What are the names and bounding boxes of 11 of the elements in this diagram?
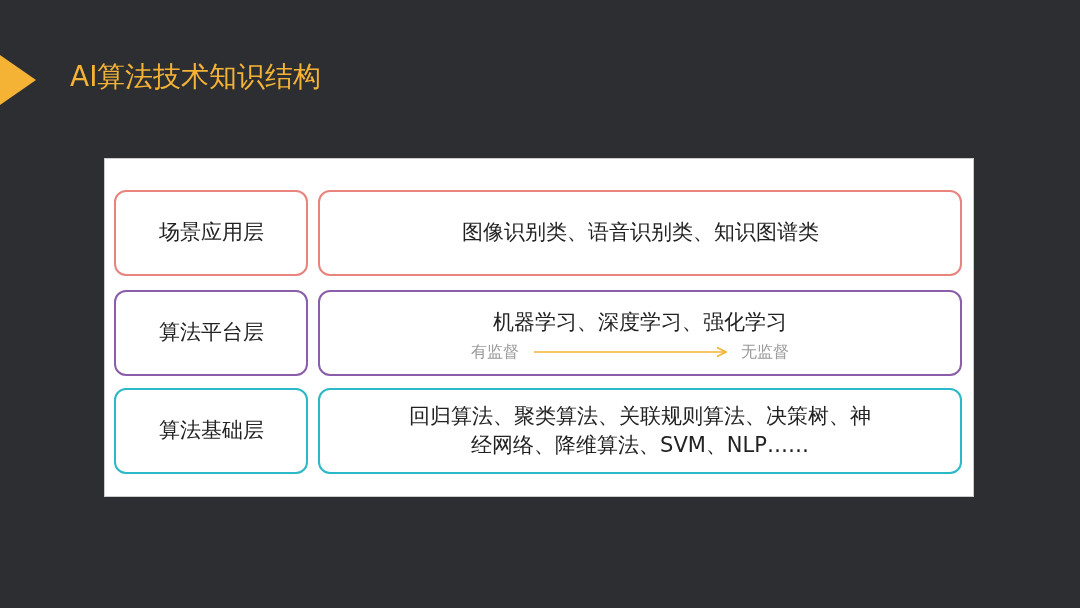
slide-title: AI算法技术知识结构: [70, 59, 322, 95]
content-box: [318, 290, 962, 376]
content-text: 机器学习、深度学习、强化学习: [493, 309, 787, 336]
layer-label-box: 场景应用层: [114, 190, 308, 276]
content-box: 图像识别类、语音识别类、知识图谱类: [318, 190, 962, 276]
content-box: 回归算法、聚类算法、关联规则算法、决策树、神经网络、降维算法、SVM、NLP……: [318, 388, 962, 474]
supervision-label: 无监督: [730, 340, 800, 364]
supervision-label: 有监督: [460, 340, 530, 364]
layer-label-box: 算法平台层: [114, 290, 308, 376]
arrow: [533, 346, 727, 358]
layer-label-box: 算法基础层: [114, 388, 308, 474]
